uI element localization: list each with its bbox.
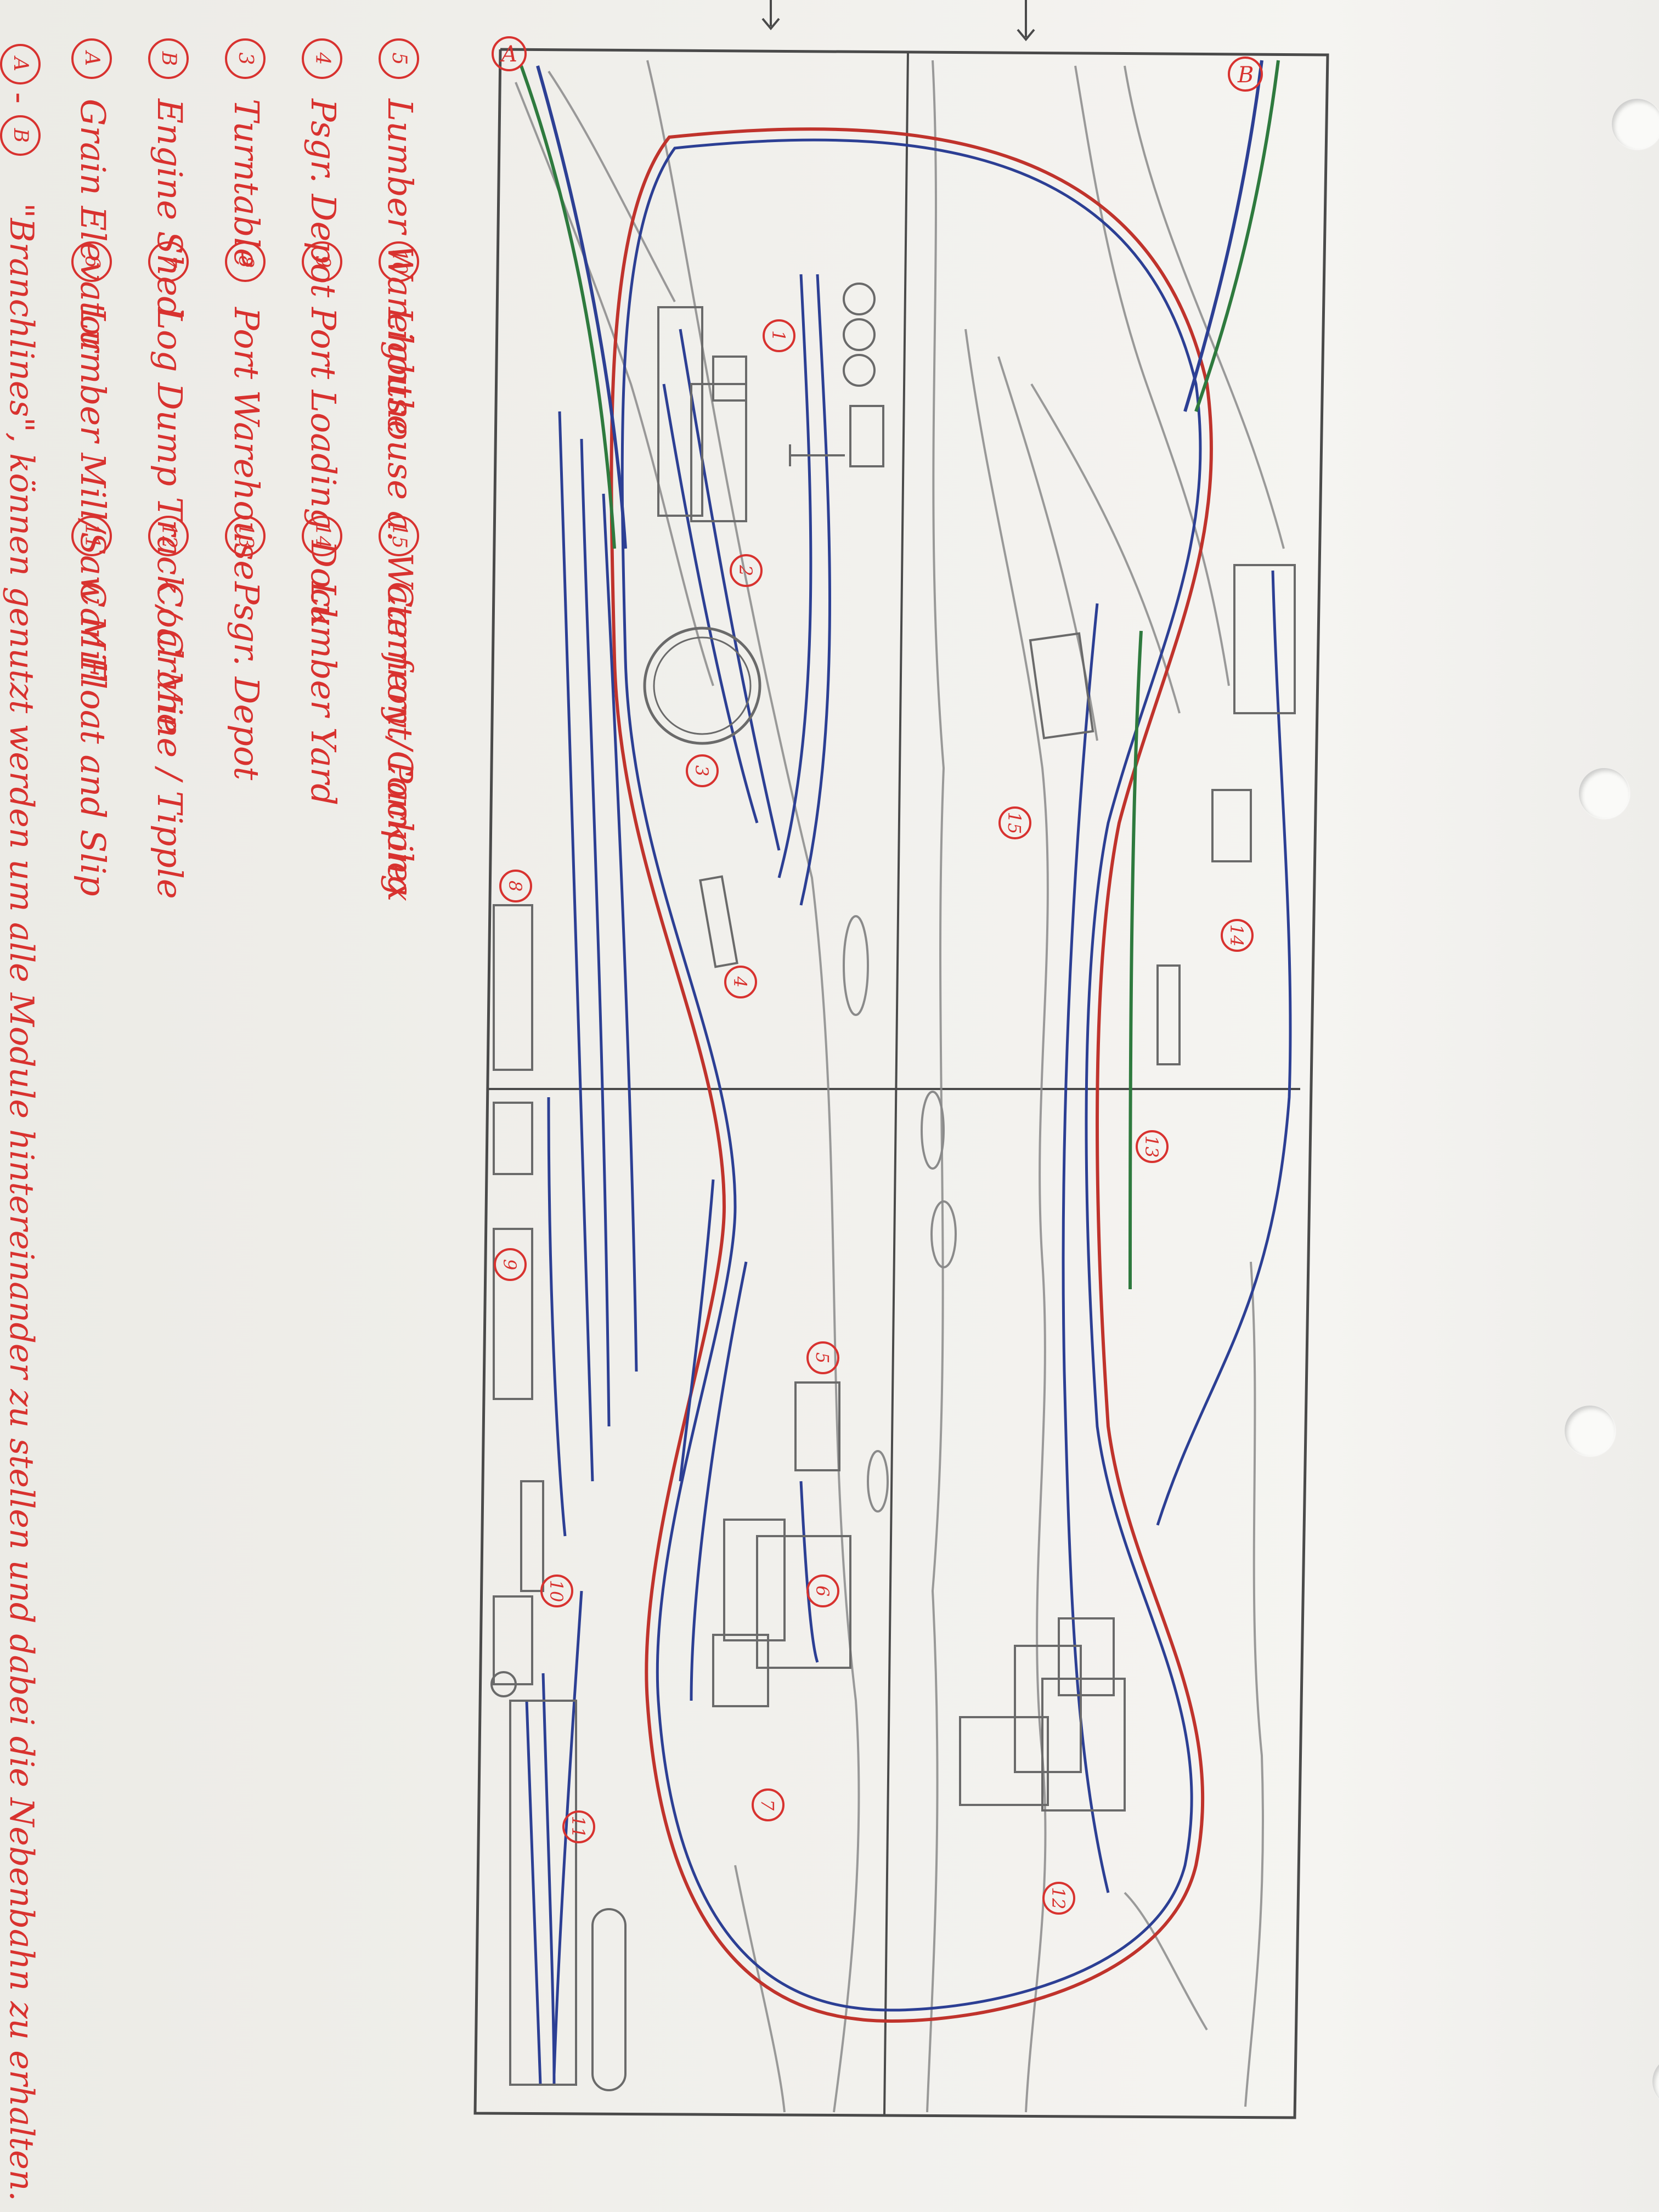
location-marker-5: 5 [806, 1341, 839, 1374]
marker-number: 2 [735, 565, 756, 576]
location-marker-14: 14 [1221, 919, 1254, 952]
marker-circle [562, 1810, 595, 1843]
marker-circle [1042, 1882, 1075, 1915]
terrain-contours [515, 60, 1285, 2113]
marker-number: 7 [757, 1799, 778, 1811]
punch-hole [1579, 768, 1629, 819]
marker-number: 6 [812, 1585, 833, 1596]
location-marker-6: 6 [806, 1575, 839, 1607]
marker-circle [998, 806, 1031, 839]
location-marker-2: 2 [730, 554, 763, 587]
location-marker-15: 15 [998, 806, 1031, 839]
corner-b-label: B [1237, 63, 1254, 88]
marker-number: 13 [1141, 1136, 1162, 1158]
marker-number: 3 [691, 765, 712, 776]
baseboard-frame [473, 48, 1329, 2119]
marker-number: 9 [499, 1259, 520, 1270]
marker-number: 14 [1226, 924, 1247, 947]
marker-circle [730, 554, 763, 587]
branchline-a [520, 65, 627, 549]
location-marker-10: 10 [540, 1575, 573, 1607]
mainline-loop [610, 127, 1213, 2023]
location-marker-8: 8 [499, 870, 532, 902]
marker-number: 1 [768, 330, 789, 341]
marker-number: 10 [546, 1580, 567, 1602]
location-marker-3: 3 [686, 754, 719, 787]
branchline-b [1128, 60, 1280, 1290]
corner-a-label: A [499, 42, 517, 67]
marker-circle [724, 966, 757, 998]
marker-circle [763, 319, 795, 352]
marker-circle [499, 870, 532, 902]
yard-tracks [525, 274, 1292, 2085]
water-islands [843, 915, 957, 1513]
location-marker-13: 13 [1136, 1130, 1169, 1163]
marker-circle [806, 1341, 839, 1374]
marker-circle [540, 1575, 573, 1607]
punch-hole [1565, 1406, 1615, 1456]
location-marker-9: 9 [494, 1248, 527, 1281]
marker-number: 15 [1004, 812, 1025, 834]
marker-circle [1136, 1130, 1169, 1163]
location-marker-7: 7 [752, 1788, 785, 1821]
punch-hole [1612, 99, 1659, 149]
marker-number: 11 [568, 1816, 589, 1838]
marker-circle [752, 1788, 785, 1821]
marker-number: 12 [1048, 1887, 1069, 1910]
location-marker-12: 12 [1042, 1882, 1075, 1915]
marker-circle [1221, 919, 1254, 952]
marker-number: 4 [730, 976, 751, 988]
marker-number: 5 [812, 1352, 833, 1363]
structures [490, 283, 1296, 2091]
plan-corner-labels: A B [492, 36, 1263, 92]
marker-circle [686, 754, 719, 787]
location-marker-1: 1 [763, 319, 795, 352]
location-marker-4: 4 [724, 966, 757, 998]
marker-circle [806, 1575, 839, 1607]
location-marker-11: 11 [562, 1810, 595, 1843]
marker-number: 8 [505, 881, 526, 891]
arrow-marks [761, 0, 1035, 42]
marker-circle [494, 1248, 527, 1281]
